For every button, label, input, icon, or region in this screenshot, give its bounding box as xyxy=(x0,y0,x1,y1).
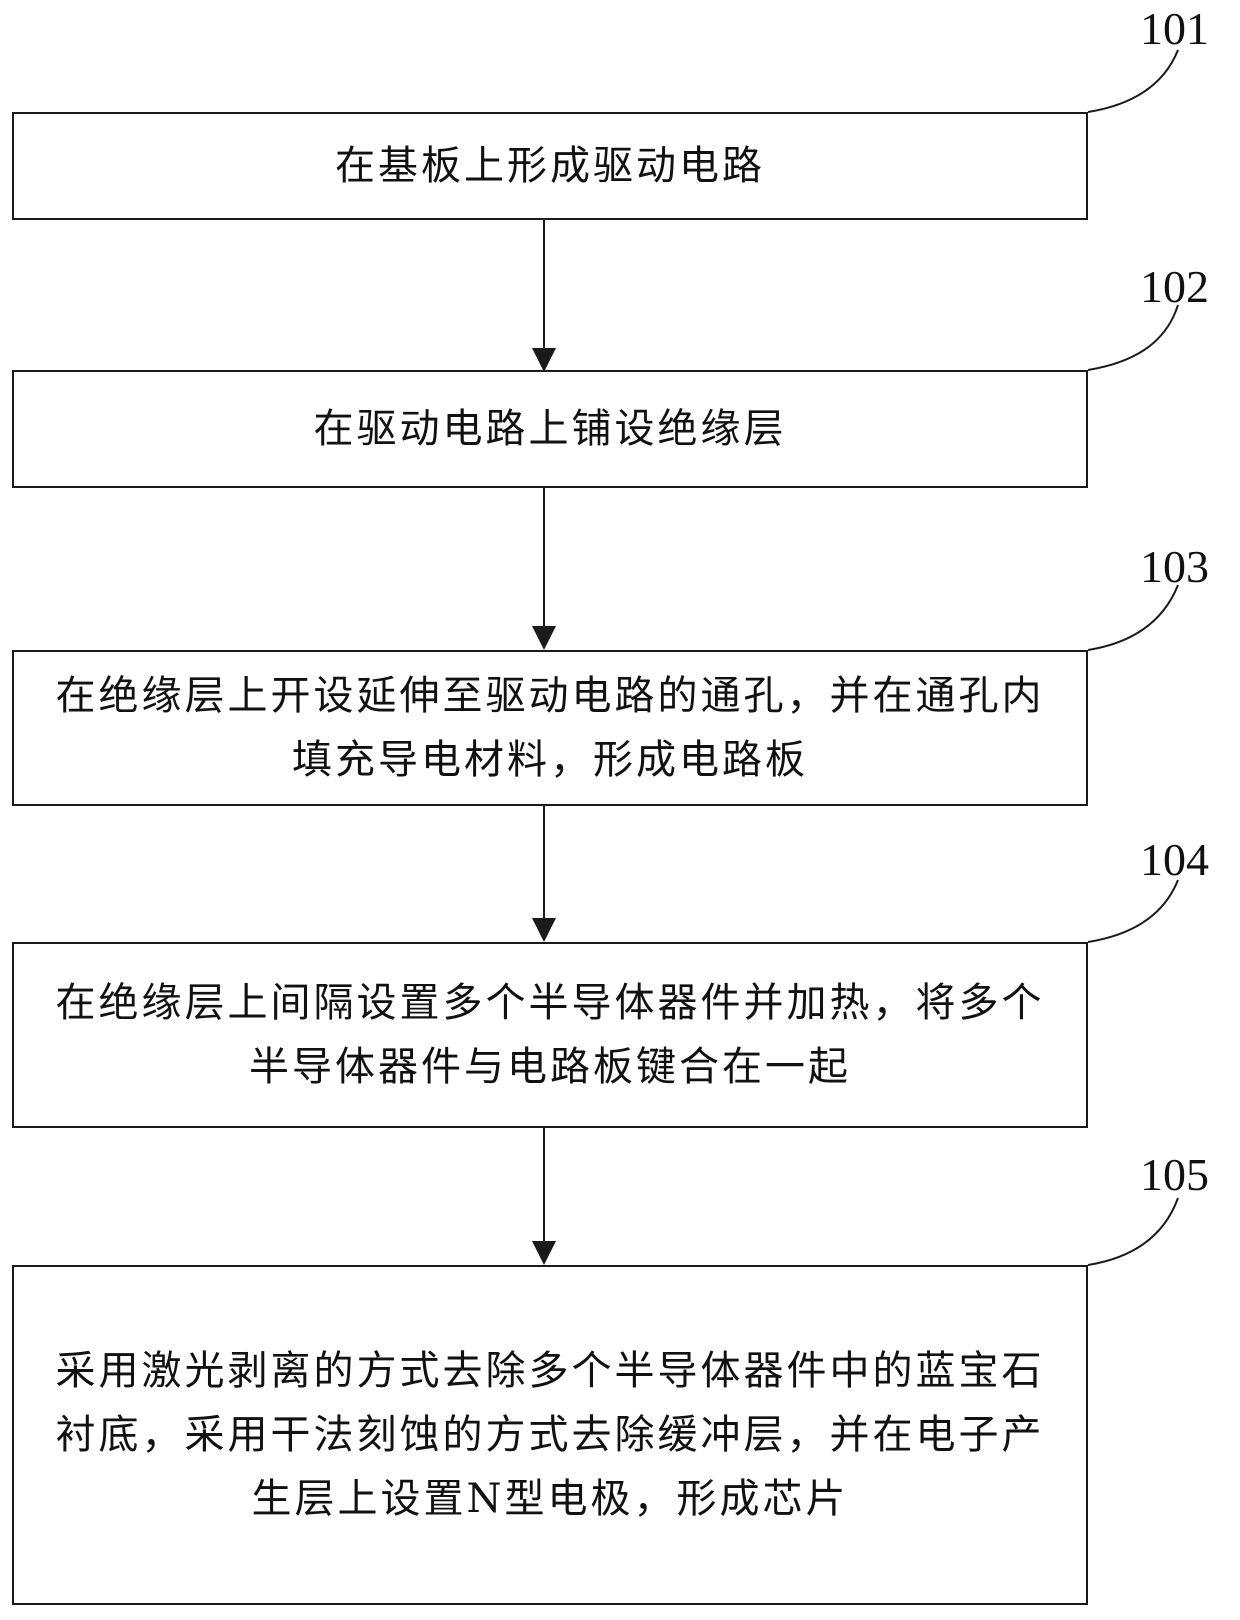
leader-line-104 xyxy=(1088,880,1178,942)
leader-line-105 xyxy=(1088,1198,1178,1265)
step-label-103: 103 xyxy=(1140,542,1209,592)
step-box-103: 在绝缘层上开设延伸至驱动电路的通孔，并在通孔内填充导电材料，形成电路板 xyxy=(12,650,1088,806)
step-box-101: 在基板上形成驱动电路 xyxy=(12,112,1088,220)
step-text-104: 在绝缘层上间隔设置多个半导体器件并加热，将多个半导体器件与电路板键合在一起 xyxy=(44,971,1056,1099)
step-box-102: 在驱动电路上铺设绝缘层 xyxy=(12,370,1088,488)
step-box-104: 在绝缘层上间隔设置多个半导体器件并加热，将多个半导体器件与电路板键合在一起 xyxy=(12,942,1088,1128)
leader-line-102 xyxy=(1088,305,1178,370)
arrow-102-103 xyxy=(532,488,556,650)
leader-line-101 xyxy=(1088,50,1178,112)
leader-line-103 xyxy=(1088,585,1178,650)
step-text-102: 在驱动电路上铺设绝缘层 xyxy=(314,397,787,461)
step-label-101: 101 xyxy=(1140,4,1209,54)
arrow-103-104 xyxy=(532,806,556,942)
step-label-104: 104 xyxy=(1140,835,1209,885)
step-label-105: 105 xyxy=(1140,1150,1209,1200)
step-text-101: 在基板上形成驱动电路 xyxy=(335,134,765,198)
step-box-105: 采用激光剥离的方式去除多个半导体器件中的蓝宝石衬底，采用干法刻蚀的方式去除缓冲层… xyxy=(12,1265,1088,1605)
step-text-103: 在绝缘层上开设延伸至驱动电路的通孔，并在通孔内填充导电材料，形成电路板 xyxy=(44,664,1056,792)
arrow-101-102 xyxy=(532,220,556,372)
step-text-105: 采用激光剥离的方式去除多个半导体器件中的蓝宝石衬底，采用干法刻蚀的方式去除缓冲层… xyxy=(44,1339,1056,1531)
arrow-104-105 xyxy=(532,1128,556,1265)
step-label-102: 102 xyxy=(1140,262,1209,312)
